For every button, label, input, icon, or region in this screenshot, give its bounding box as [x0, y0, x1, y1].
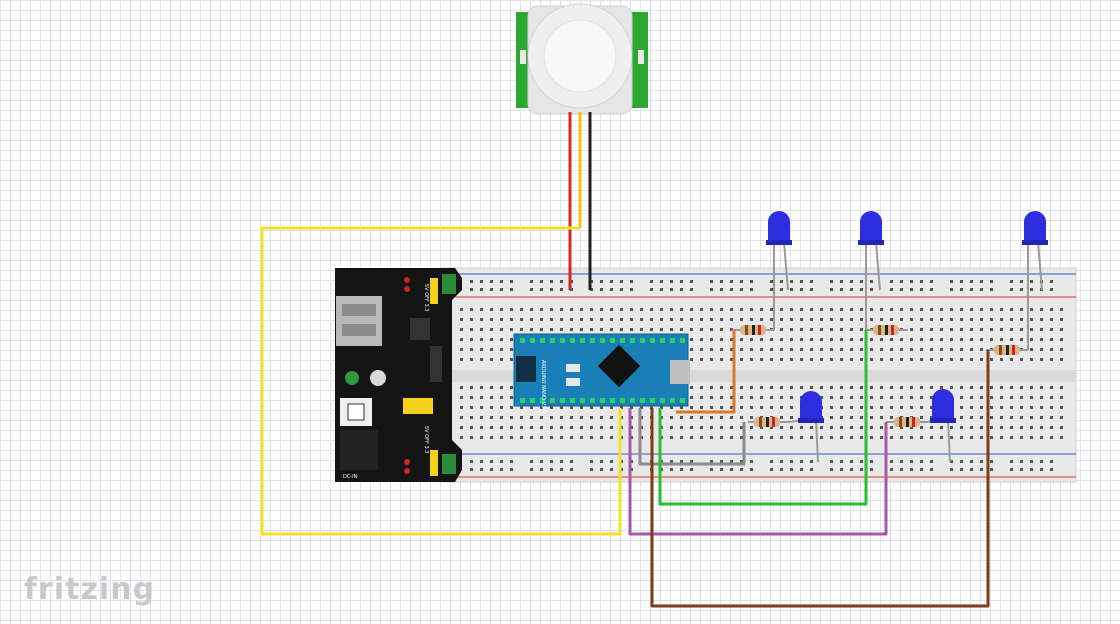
- wire-gray: [638, 408, 746, 466]
- wire-brown: [650, 350, 990, 608]
- wire-orange: [676, 330, 736, 414]
- leds: [766, 211, 1048, 463]
- arduino-label: ARDUINO NANO V3.0: [540, 360, 546, 413]
- power-bottom-label: 5V OFF 3.3: [423, 426, 429, 453]
- power-top-label: 5V OFF 3.3: [423, 284, 429, 311]
- wire-green: [658, 330, 868, 506]
- dc-jack-icon: [340, 430, 378, 470]
- pir-sensor-icon: [516, 3, 648, 115]
- fritzing-logo: fritzing: [24, 572, 156, 607]
- power-led: [345, 371, 359, 385]
- usb-port-icon: [336, 296, 382, 346]
- resistor-icon: [986, 345, 1028, 355]
- led-icon: [789, 391, 824, 463]
- arduino-nano: ARDUINO NANO V3.0: [513, 333, 690, 413]
- wire-purple: [628, 408, 888, 536]
- wire-yellow: [260, 226, 622, 536]
- usb-mini-port: [670, 360, 690, 384]
- resistor-icon: [866, 325, 908, 335]
- resistor-icon: [748, 417, 790, 427]
- pir-leads: [568, 112, 592, 290]
- wires: [260, 226, 990, 608]
- led-icon: [927, 389, 956, 463]
- led-icon: [1022, 211, 1048, 350]
- resistor-icon: [886, 417, 928, 427]
- resistor-icon: [732, 325, 774, 335]
- breadboard-power-module: DC-IN 5V OFF 3.3 5V OFF 3.3: [335, 268, 462, 482]
- led-icon: [858, 211, 884, 330]
- led-icon: [766, 211, 792, 330]
- dc-in-label: DC-IN: [343, 474, 358, 480]
- resistors: [732, 325, 1028, 427]
